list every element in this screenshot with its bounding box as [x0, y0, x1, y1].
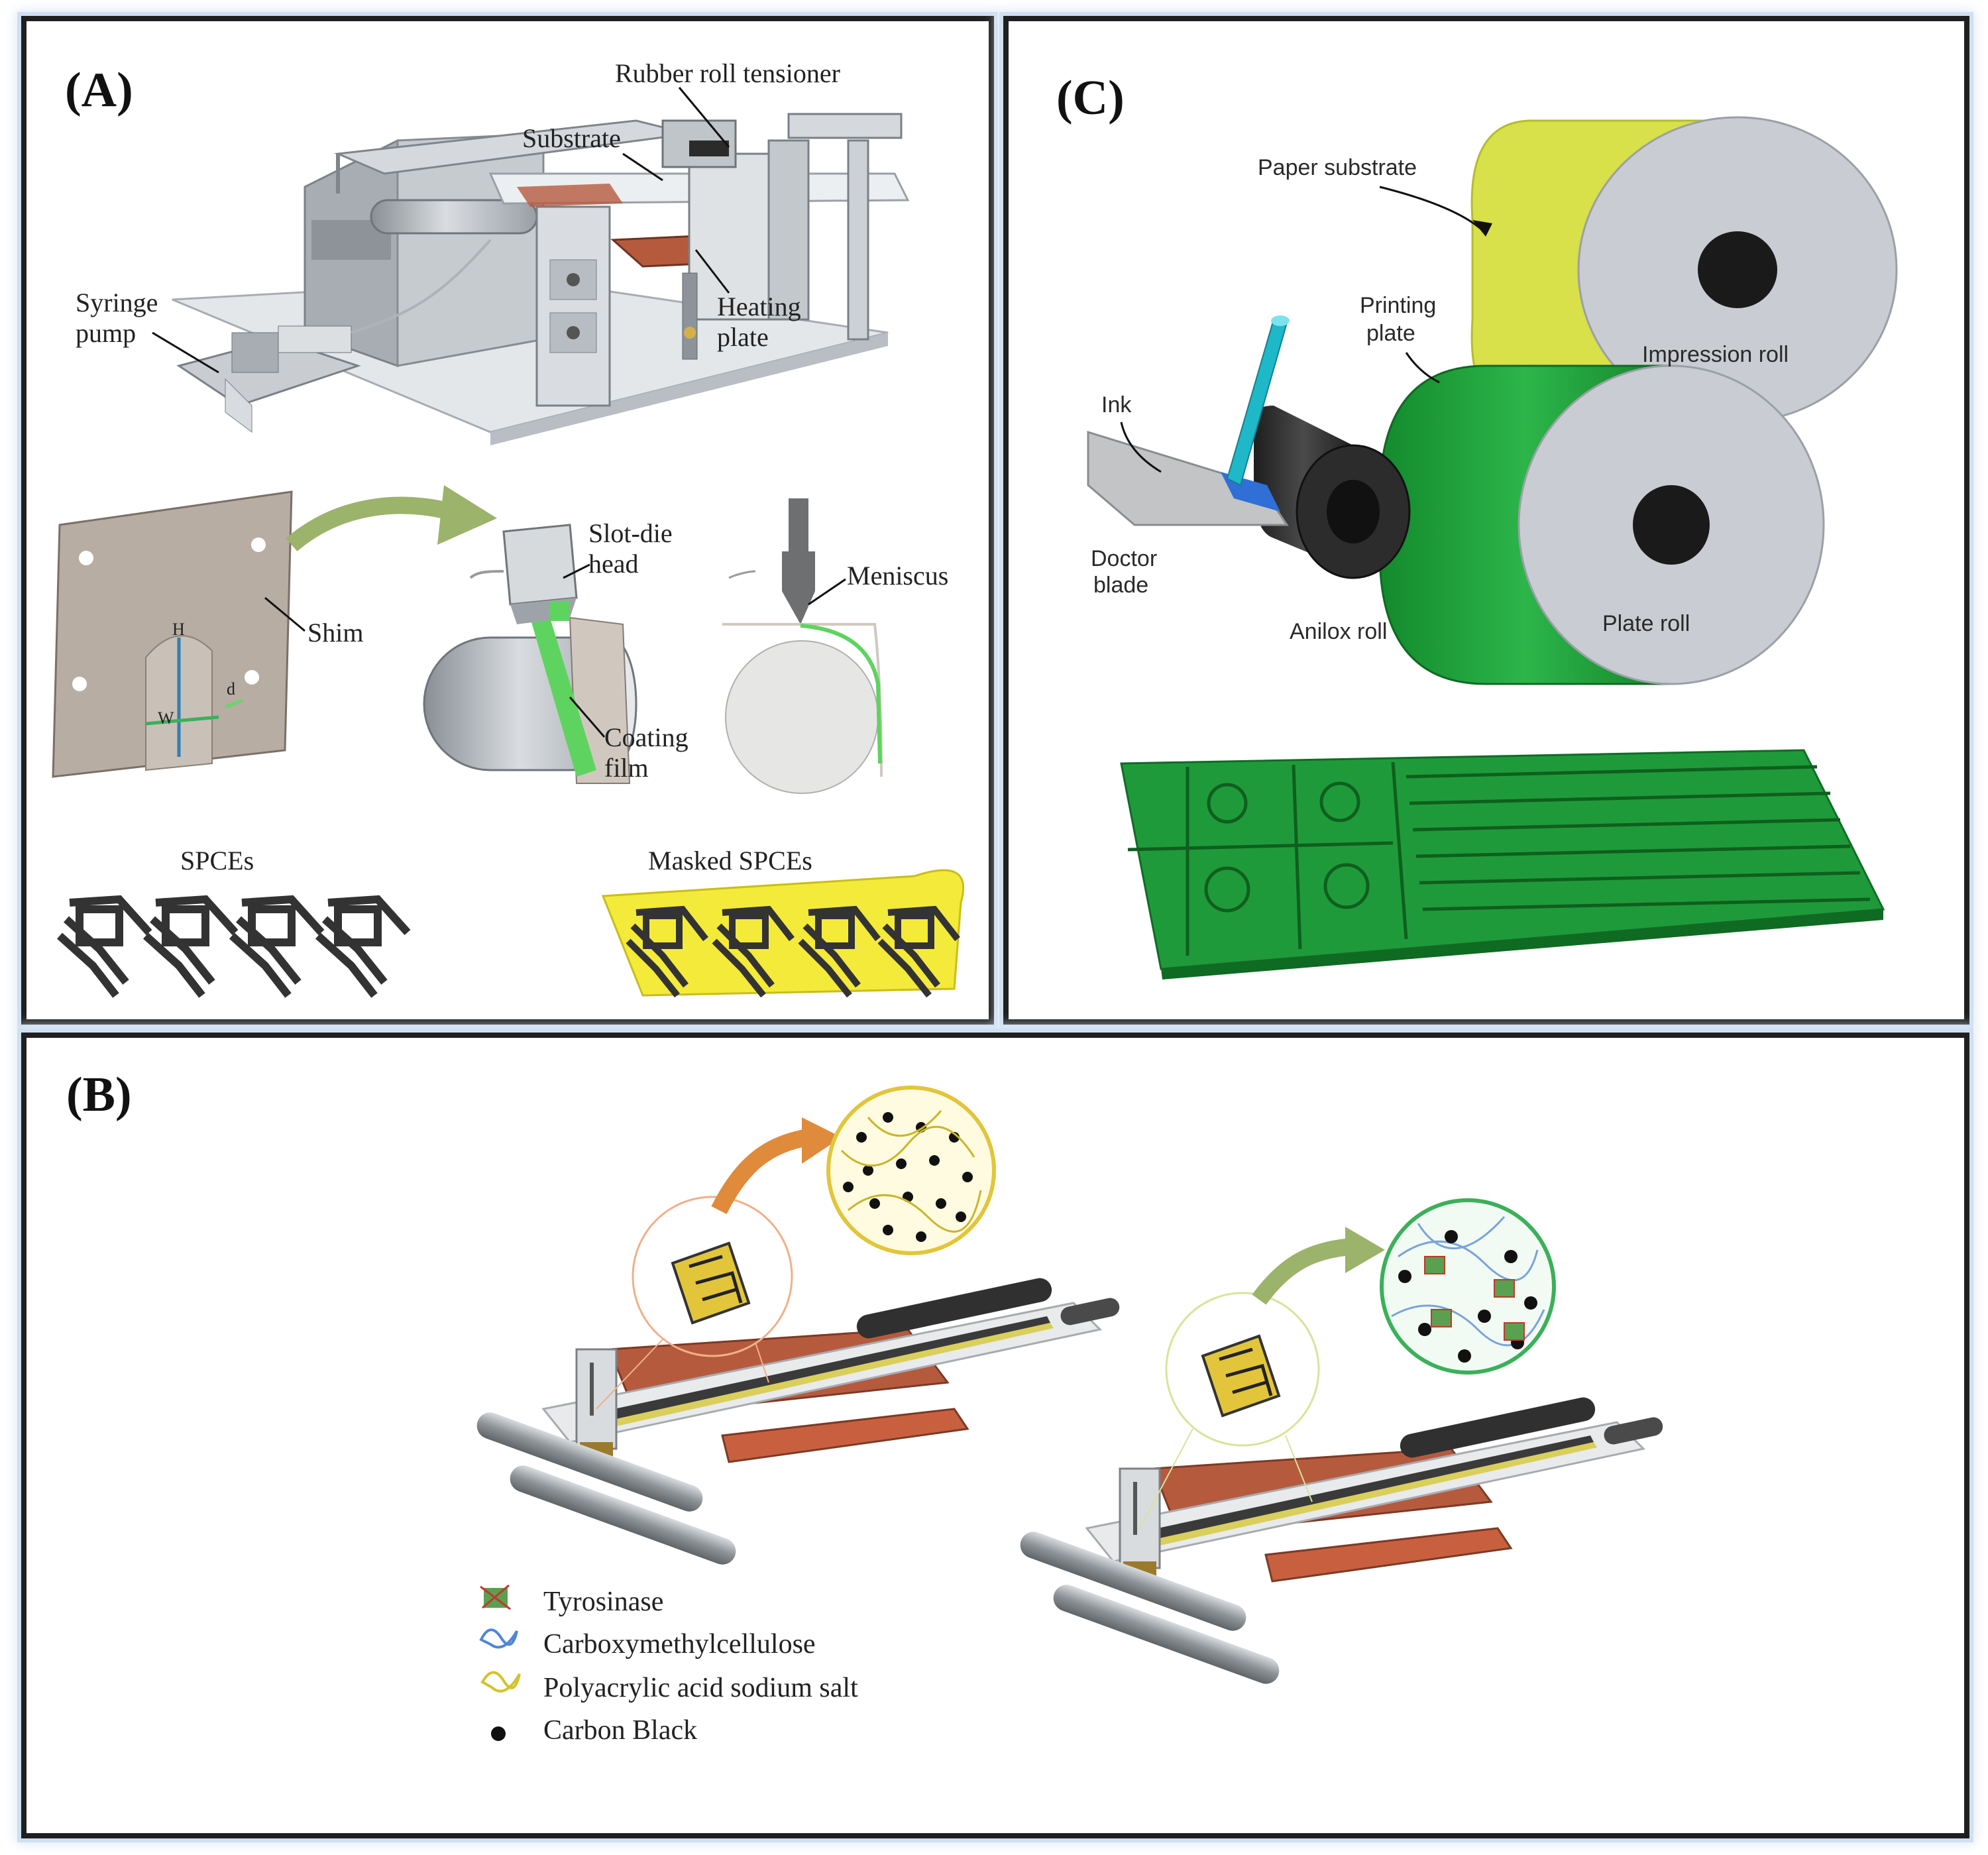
label-plate: plate: [717, 322, 769, 352]
label-syringe: Syringe: [76, 288, 158, 317]
polyacrylic-acid-icon: [480, 1671, 521, 1693]
label-head: head: [588, 549, 639, 579]
magnifier-left: [596, 1086, 996, 1410]
panel-b-drawing: (B): [66, 1068, 1663, 1746]
label-spces: SPCEs: [180, 846, 254, 875]
leader-line: [569, 697, 606, 738]
label-dim-h: H: [172, 620, 185, 639]
masked-spce-strip: [601, 869, 965, 998]
label-plate-roll: Plate roll: [1602, 611, 1690, 636]
legend-polyacrylic-acid: Polyacrylic acid sodium salt: [543, 1673, 858, 1703]
label-substrate: Substrate: [522, 123, 621, 153]
label-rubber-roll-tensioner: Rubber roll tensioner: [615, 58, 840, 88]
syringe-pump: [176, 239, 492, 433]
label-printing: Printing: [1360, 293, 1436, 318]
legend-carboxymethylcellulose: Carboxymethylcellulose: [543, 1629, 816, 1659]
coater-right: [1020, 1397, 1663, 1684]
label-plate: plate: [1366, 321, 1415, 346]
arrow-head: [437, 485, 497, 545]
leader-line: [563, 563, 590, 579]
label-coating: Coating: [604, 722, 689, 752]
label-impression-roll: Impression roll: [1642, 342, 1789, 367]
leader-line: [678, 87, 730, 148]
slot-die-coater-machine: [172, 113, 910, 445]
leader-line: [1405, 352, 1440, 384]
label-shim: Shim: [307, 618, 363, 647]
impression-roll: [1470, 116, 1898, 423]
carboxymethylcellulose-icon: [479, 1628, 518, 1649]
leader-arrowhead: [1472, 220, 1492, 237]
label-ink: Ink: [1101, 392, 1132, 418]
label-dim-d: d: [227, 679, 235, 699]
panel-b-label: (B): [66, 1068, 132, 1122]
leader-line: [264, 596, 305, 632]
label-blade: blade: [1093, 573, 1148, 598]
leader-line: [694, 249, 730, 294]
arrow-green: [286, 496, 453, 551]
label-slot-die: Slot-die: [588, 518, 673, 548]
panel-a-label: (A): [65, 63, 133, 117]
ink-nozzle: [1226, 315, 1290, 486]
legend-tyrosinase: Tyrosinase: [543, 1587, 663, 1617]
tyrosinase-icon: [480, 1584, 511, 1610]
carbon-black-icon: [491, 1726, 506, 1741]
legend-carbon-black: Carbon Black: [543, 1715, 697, 1746]
slot-die-head-on-roll: [423, 524, 637, 784]
panel-a-drawing: (A): [52, 58, 965, 998]
spce-electrodes: [56, 895, 411, 998]
shim: [52, 490, 293, 778]
leader-line: [1379, 186, 1487, 235]
coater-left: [476, 1278, 1120, 1565]
label-anilox-roll: Anilox roll: [1290, 619, 1387, 644]
anilox-roll: [1254, 406, 1411, 579]
leader-line: [1120, 422, 1162, 473]
meniscus-detail: [722, 498, 883, 794]
label-masked-spces: Masked SPCEs: [648, 846, 812, 875]
leader-line: [808, 578, 846, 606]
label-heating: Heating: [717, 292, 801, 321]
label-dim-w: W: [158, 708, 174, 728]
magnifier-right: [1139, 1198, 1556, 1529]
label-film: film: [604, 753, 649, 783]
flexo-printed-sheet: [1120, 749, 1885, 980]
label-pump: pump: [76, 318, 136, 348]
panel-c-drawing: (C) Paper substrat: [1056, 71, 1898, 980]
label-paper-substrate: Paper substrate: [1258, 155, 1417, 180]
legend: Tyrosinase Carboxymethylcellulose Polyac…: [479, 1584, 858, 1746]
panel-b: (B): [21, 1033, 1969, 1838]
panel-a: (A): [21, 16, 994, 1025]
panel-c-label: (C): [1056, 71, 1125, 125]
plate-roll: [1378, 365, 1825, 685]
label-meniscus: Meniscus: [847, 561, 948, 590]
panel-c: (C) Paper substrat: [1003, 16, 1969, 1025]
leader-line: [622, 152, 663, 182]
label-doctor: Doctor: [1091, 546, 1157, 571]
leader-line: [152, 331, 219, 374]
